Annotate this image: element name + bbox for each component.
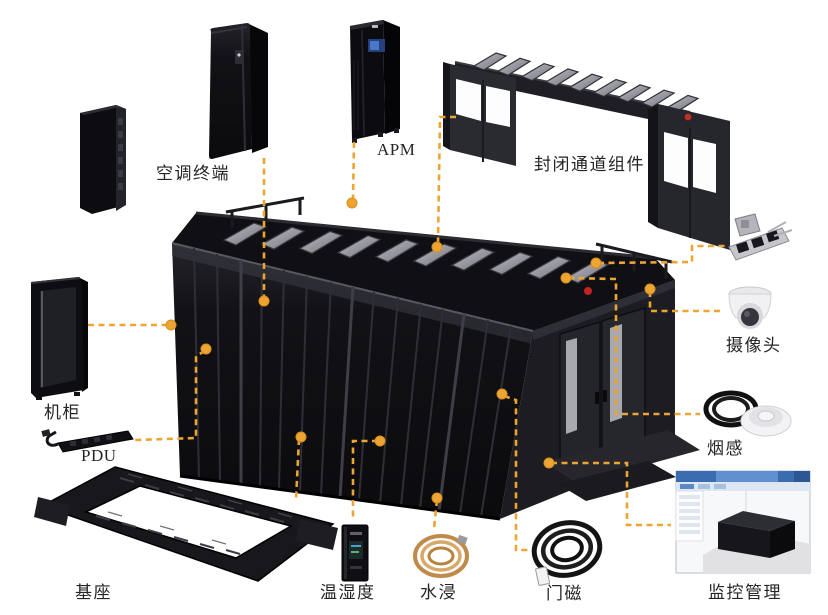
rack-image bbox=[30, 277, 88, 400]
callout-dots bbox=[165, 197, 656, 504]
label-door-magnet: 门磁 bbox=[546, 584, 583, 603]
label-camera: 摄像头 bbox=[726, 336, 782, 355]
callout-temp-humidity bbox=[351, 439, 378, 520]
callout-apm bbox=[351, 141, 356, 201]
label-monitoring: 监控管理 bbox=[708, 583, 782, 602]
monitoring-screenshot-image bbox=[675, 470, 811, 574]
base-frame-image bbox=[34, 466, 338, 582]
label-temp-humidity: 温湿度 bbox=[320, 583, 376, 602]
monitoring-3d-container bbox=[718, 511, 795, 558]
aisle-red-indicator bbox=[684, 113, 692, 121]
callout-lines bbox=[88, 115, 729, 552]
roof-rail-right bbox=[595, 242, 673, 279]
callout-camera bbox=[648, 291, 723, 313]
callout-busbar bbox=[597, 244, 729, 265]
water-leak-cable-image bbox=[413, 534, 469, 578]
callout-water-leak bbox=[432, 499, 439, 529]
camera-image bbox=[728, 286, 772, 329]
callout-monitoring bbox=[551, 461, 671, 527]
label-ac-terminal: 空调终端 bbox=[156, 164, 230, 183]
container-module-image bbox=[171, 196, 700, 521]
label-pdu: PDU bbox=[81, 446, 117, 465]
label-apm: APM bbox=[377, 140, 416, 159]
vertical-pdu-image bbox=[80, 105, 126, 214]
aisle-assembly-image bbox=[443, 52, 730, 250]
label-water-leak: 水浸 bbox=[420, 583, 457, 602]
callout-door-magnet bbox=[503, 394, 531, 552]
callout-pdu bbox=[134, 349, 206, 442]
label-aisle: 封闭通道组件 bbox=[534, 155, 645, 174]
front-panel-ribs bbox=[193, 247, 512, 518]
callout-aisle bbox=[436, 115, 456, 244]
label-rack: 机柜 bbox=[44, 403, 81, 422]
busbar-image bbox=[728, 213, 793, 261]
pdu-image bbox=[41, 429, 134, 453]
temp-humidity-sensor-image bbox=[341, 524, 369, 582]
base-slots bbox=[95, 477, 285, 555]
apm-cabinet-image bbox=[350, 20, 400, 143]
ac-terminal-image bbox=[209, 23, 268, 159]
label-base: 基座 bbox=[75, 583, 112, 602]
smoke-detector-image bbox=[703, 390, 792, 437]
door-magnet-cable-image bbox=[531, 520, 603, 586]
callout-smoke bbox=[567, 276, 700, 416]
label-smoke: 烟感 bbox=[707, 439, 744, 458]
container-red-indicator bbox=[584, 287, 592, 295]
